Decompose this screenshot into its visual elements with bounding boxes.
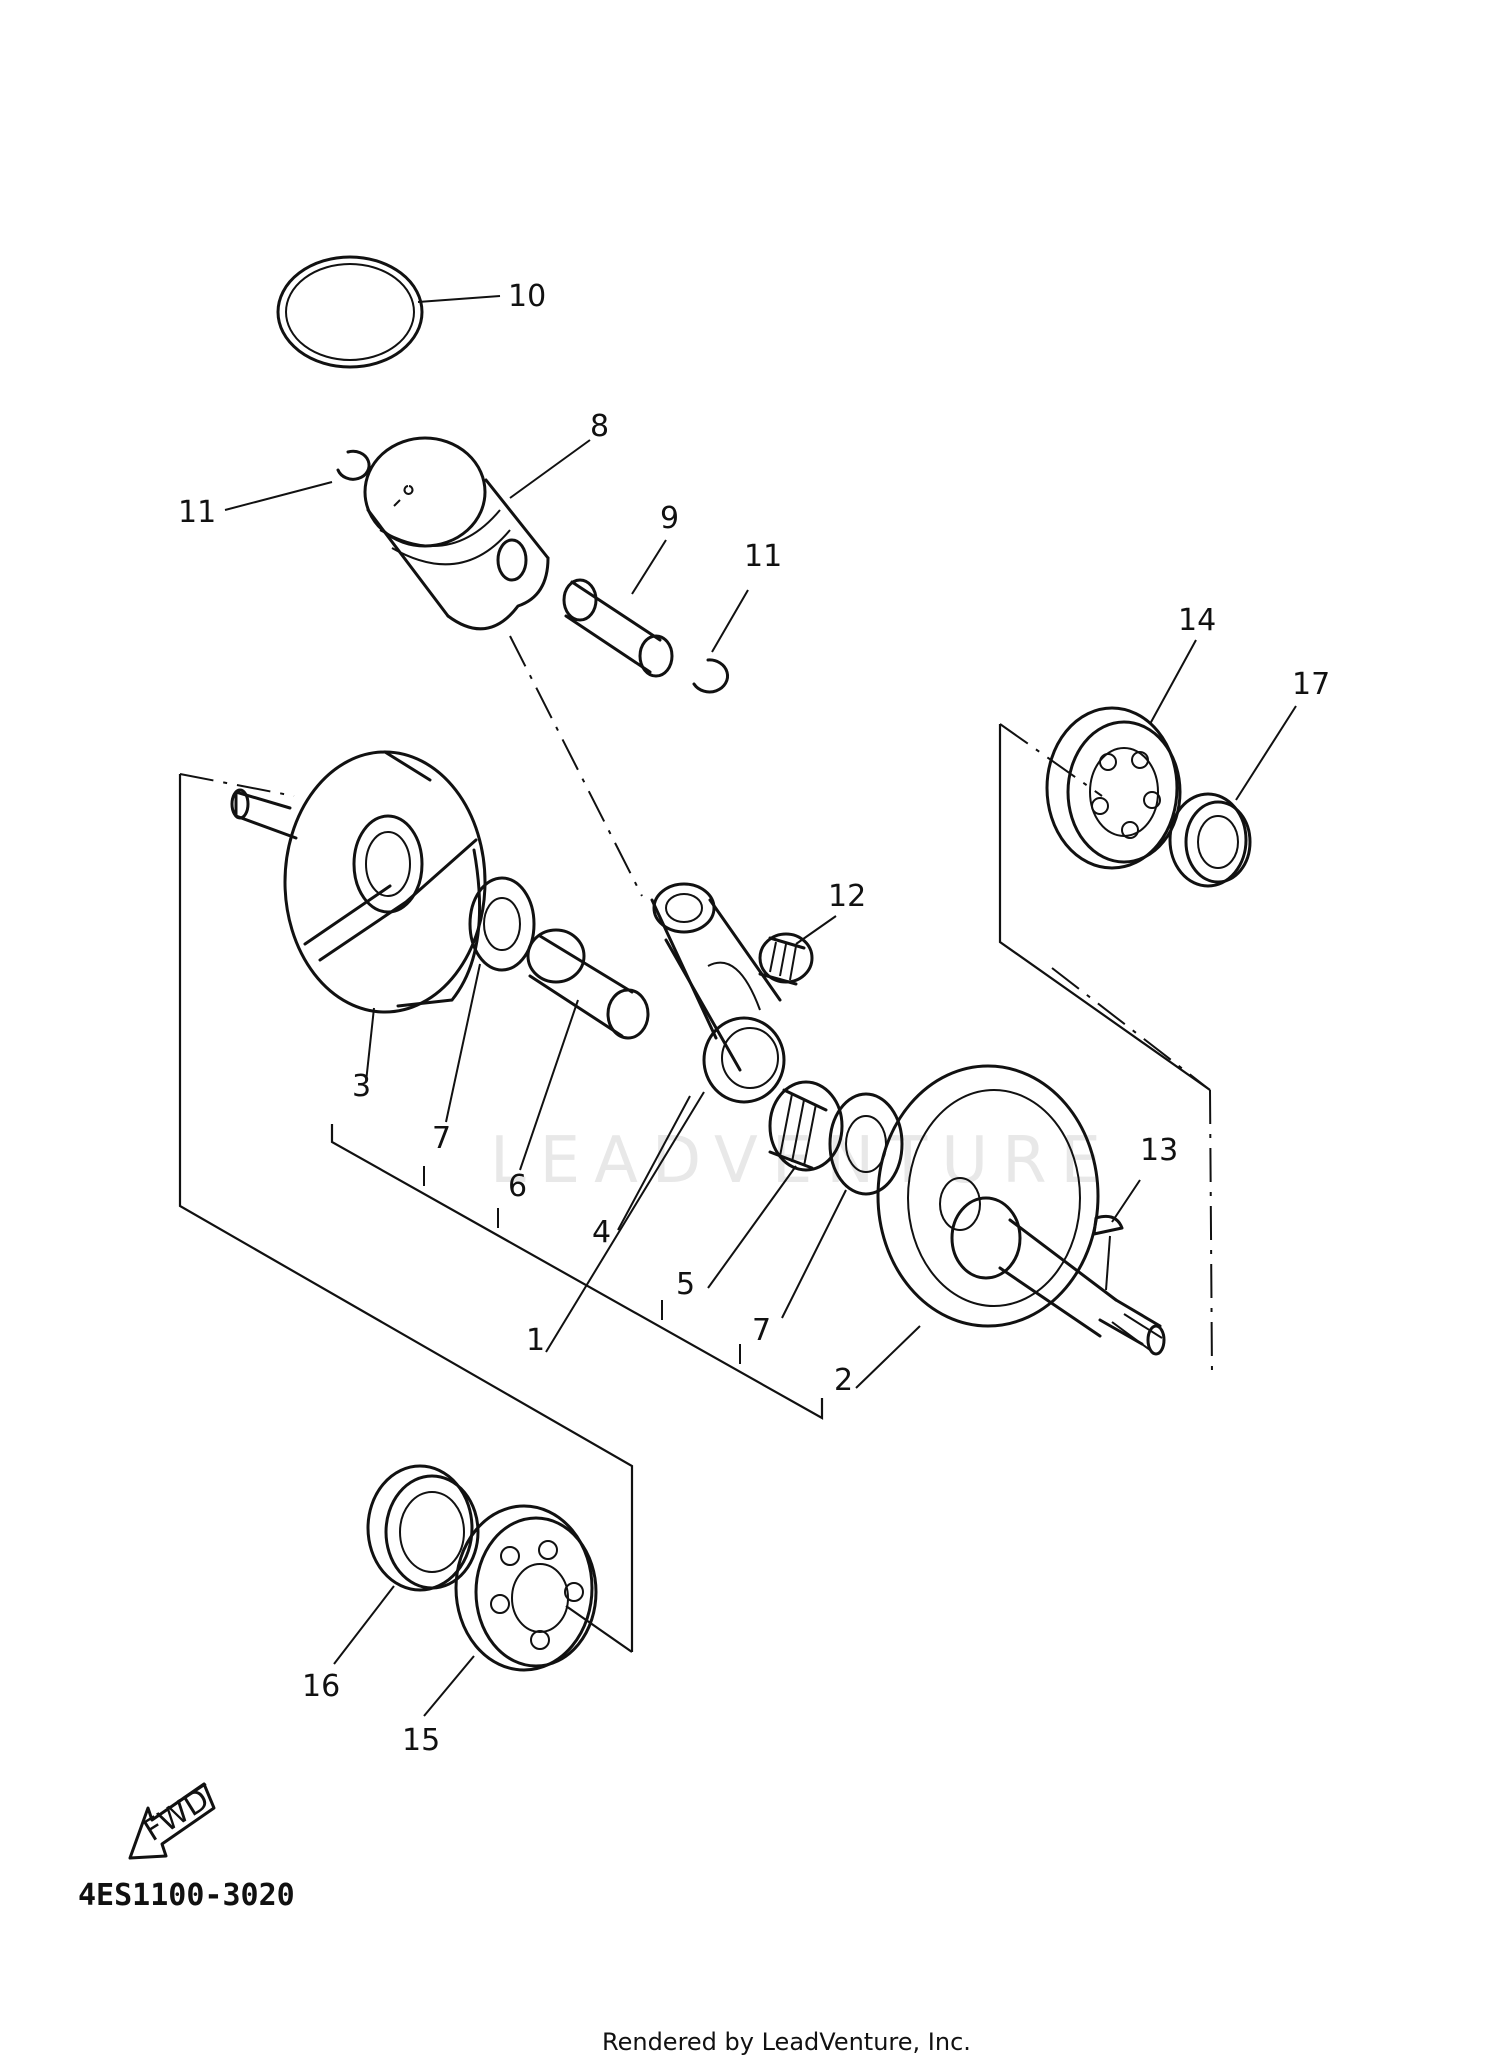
oil-seal-part-right [1168,792,1252,888]
leader-line-13 [1111,1179,1141,1223]
forward-arrow-label: FWD [138,1782,216,1849]
circlip-part [336,449,371,481]
callout-15: 15 [402,1723,440,1758]
leader-line-12 [795,915,837,945]
callout-7: 7 [432,1121,451,1156]
diagram-code: 4ES1100-3020 [78,1878,295,1913]
callout-10: 10 [508,279,546,314]
callout-14: 14 [1178,603,1216,638]
leader-line-13b [1105,1235,1111,1291]
watermark-text: LEADVENTURE [490,1124,1115,1198]
leader-line-6 [519,999,579,1171]
crank-pin-part [526,928,650,1040]
callout-12: 12 [828,879,866,914]
bracket-left-bottom [565,1605,633,1653]
leader-line-8 [509,439,591,499]
leader-line-2 [855,1325,921,1389]
leader-line-14 [1149,639,1197,725]
callout-9: 9 [660,501,679,536]
leader-line-7a [445,963,481,1123]
callout-2: 2 [834,1363,853,1398]
bracket-left-dash [179,773,295,797]
leader-line-7b [781,1189,847,1319]
leader-line-10 [417,295,501,303]
washer-part-left [468,876,536,972]
callout-4: 4 [592,1215,611,1250]
connecting-rod-part [650,882,786,1104]
callout-8: 8 [590,409,609,444]
bearing-part-bottom [454,1504,598,1672]
leader-line-16 [333,1585,395,1665]
needle-bearing-part-large [768,1080,844,1172]
circlip-part-right [692,658,729,694]
bracket-right-dashes [999,723,1213,1377]
leader-line-17 [1235,705,1297,801]
callout-17: 17 [1292,667,1330,702]
crank-wheel-part-right [876,1064,1166,1356]
needle-bearing-part-small [758,932,814,986]
leader-line-11b [711,589,749,653]
bearing-part-right [1045,706,1182,870]
oil-seal-part-bottom [366,1464,480,1592]
callout-3: 3 [352,1069,371,1104]
callout-16: 16 [302,1669,340,1704]
leader-line-9 [631,539,667,595]
callout-11b: 11 [744,539,782,574]
callout-1: 1 [526,1323,545,1358]
leader-line-1 [545,1091,705,1353]
piston-pin-part [562,578,674,678]
callout-13: 13 [1140,1133,1178,1168]
leader-line-5 [707,1165,797,1289]
bracket-right-upper [998,724,1211,1091]
woodruff-key-part [1092,1214,1124,1236]
crank-wheel-part-left [230,750,487,1014]
leader-line-3 [365,1007,375,1083]
leader-line-15 [423,1655,475,1717]
piston-ring-part [276,255,424,369]
forward-arrow-icon: FWD [128,1782,216,1860]
assembly-axis-line [509,635,643,897]
bracket-ticks [423,1166,741,1364]
render-credit: Rendered by LeadVenture, Inc. [602,2028,971,2056]
bracket-left-outer [178,774,634,1652]
callout-5: 5 [676,1267,695,1302]
callout-7b: 7 [752,1313,771,1348]
callout-6: 6 [508,1169,527,1204]
leader-line-11a [224,481,333,511]
leader-line-4 [617,1095,691,1231]
bracket-crank-assembly [330,1124,824,1420]
piston-part [363,436,550,631]
callout-11: 11 [178,495,216,530]
